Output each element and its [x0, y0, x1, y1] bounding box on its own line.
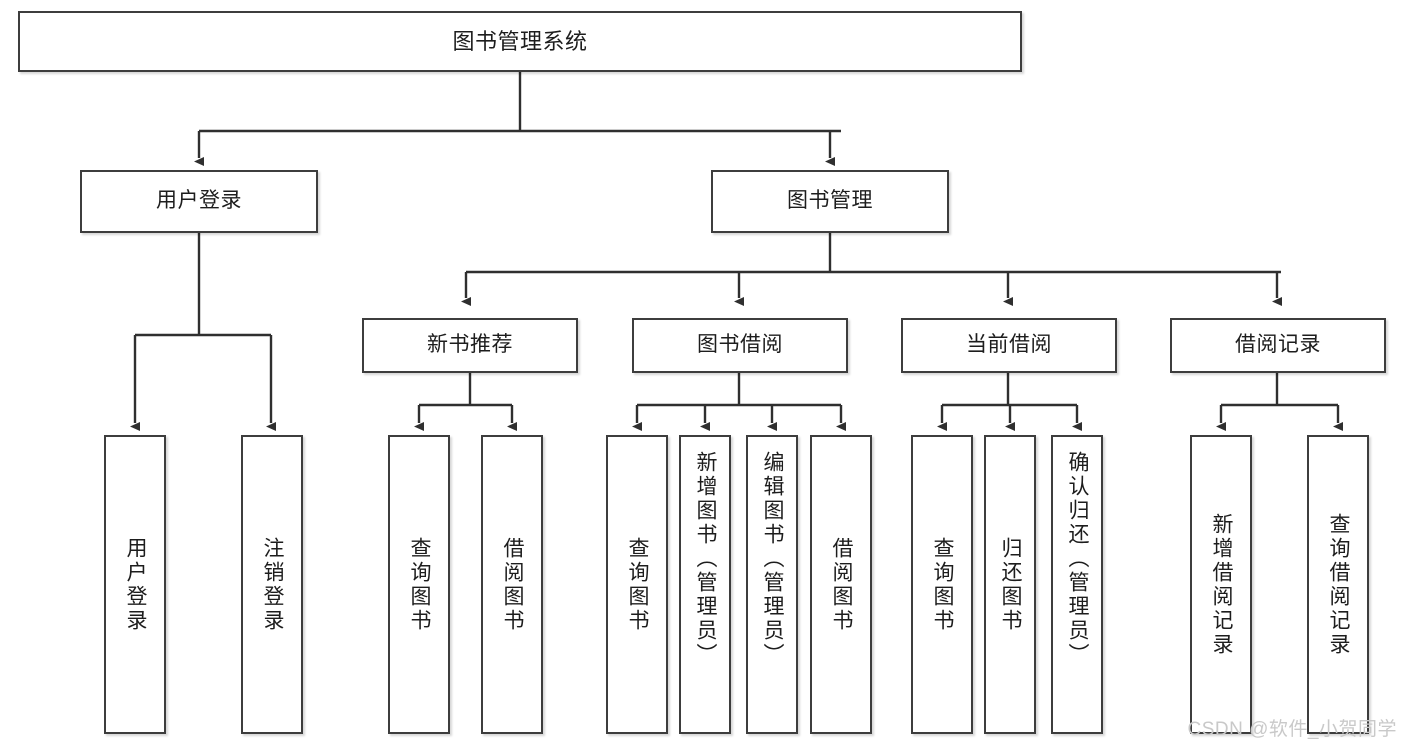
leaf-query-borrow-record[interactable]: 查询借阅记录 — [1307, 435, 1369, 734]
node-label: 借阅记录 — [1235, 333, 1321, 357]
node-label: 图书管理 — [787, 189, 873, 213]
leaf-query-book-current[interactable]: 查询图书 — [911, 435, 973, 734]
leaf-query-book-borrow[interactable]: 查询图书 — [606, 435, 668, 734]
node-book-borrow[interactable]: 图书借阅 — [632, 318, 848, 373]
node-label: 查询图书 — [626, 536, 650, 633]
leaf-query-book-recommend[interactable]: 查询图书 — [388, 435, 450, 734]
node-label: 新书推荐 — [427, 333, 513, 357]
node-new-book-recommend[interactable]: 新书推荐 — [362, 318, 578, 373]
node-label: 当前借阅 — [966, 333, 1052, 357]
node-label: 归还图书 — [999, 536, 1023, 633]
node-label: 借阅图书 — [830, 536, 854, 633]
csdn-watermark: CSDN @软件_小贺同学 — [1187, 719, 1397, 740]
node-label: 查询图书 — [408, 536, 432, 633]
leaf-borrow-book-recommend[interactable]: 借阅图书 — [481, 435, 543, 734]
node-label: 用户登录 — [156, 189, 242, 213]
node-label: 注销登录 — [261, 536, 285, 633]
node-label: 图书管理系统 — [452, 28, 588, 54]
node-label: 用户登录 — [124, 536, 148, 633]
leaf-return-book[interactable]: 归还图书 — [984, 435, 1036, 734]
node-label: 图书借阅 — [697, 333, 783, 357]
leaf-add-borrow-record[interactable]: 新增借阅记录 — [1190, 435, 1252, 734]
leaf-edit-book-admin[interactable]: 编辑图书（管理员） — [746, 435, 798, 734]
leaf-borrow-book[interactable]: 借阅图书 — [810, 435, 872, 734]
leaf-add-book-admin[interactable]: 新增图书（管理员） — [679, 435, 731, 734]
node-label: 查询借阅记录 — [1327, 512, 1351, 657]
node-label: 新增图书（管理员） — [694, 451, 718, 667]
node-root-system[interactable]: 图书管理系统 — [18, 11, 1022, 72]
node-label: 查询图书 — [931, 536, 955, 633]
leaf-user-login[interactable]: 用户登录 — [104, 435, 166, 734]
node-borrow-record[interactable]: 借阅记录 — [1170, 318, 1386, 373]
node-label: 编辑图书（管理员） — [761, 451, 785, 667]
node-label: 确认归还（管理员） — [1066, 451, 1090, 667]
node-current-borrow[interactable]: 当前借阅 — [901, 318, 1117, 373]
node-book-management[interactable]: 图书管理 — [711, 170, 949, 233]
node-user-login[interactable]: 用户登录 — [80, 170, 318, 233]
leaf-user-logout[interactable]: 注销登录 — [241, 435, 303, 734]
leaf-confirm-return-admin[interactable]: 确认归还（管理员） — [1051, 435, 1103, 734]
node-label: 借阅图书 — [501, 536, 525, 633]
node-label: 新增借阅记录 — [1210, 512, 1234, 657]
